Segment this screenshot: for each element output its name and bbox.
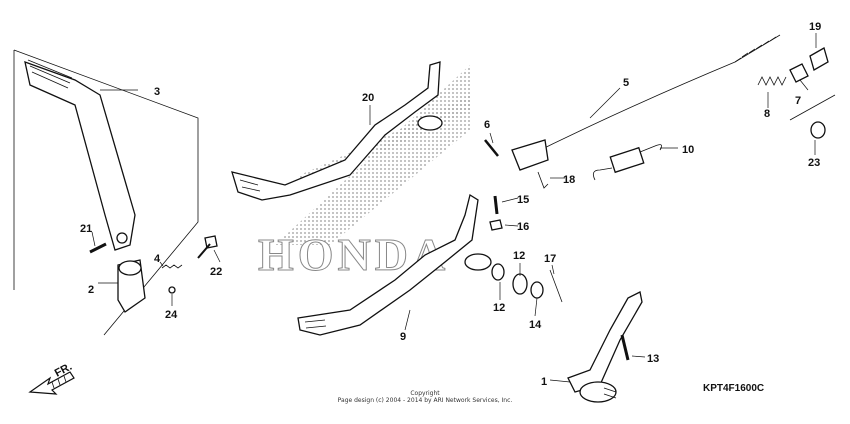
callout-7: 7 [795,95,801,107]
callout-23: 20 [362,92,374,104]
callout-12b: 12 [493,302,505,314]
frame-line-24 [789,94,836,121]
callout-9: 9 [400,331,406,343]
callout-3: 3 [154,86,160,98]
brake-pedal-9 [297,193,492,336]
bolt-14 [89,242,107,254]
kick-starter-spindle [117,259,146,313]
callout-13: 13 [647,353,659,365]
diagram-code: KPT4F1600C [703,383,764,394]
callout-22: 22 [210,266,222,278]
bolt-22 [197,235,218,259]
callout-14: 21 [80,223,92,235]
callout-17: 16 [517,221,529,233]
washer-12a [491,263,505,281]
nut-17 [489,219,503,231]
spring-4 [161,264,183,269]
callout-8: 8 [764,108,770,120]
callout-10: 10 [682,144,694,156]
spring-10 [592,144,663,181]
gearshift-pedal-1 [567,291,643,403]
callout-21: 24 [165,309,178,321]
leader-lines [91,33,817,383]
callout-24: 23 [808,157,820,169]
nut-24 [810,121,826,139]
brake-pedal-23 [231,61,443,201]
callout-1: 1 [541,376,547,388]
brake-rod-5 [511,34,781,171]
bolt-13 [620,334,630,361]
honda-watermark: HONDA [258,229,449,280]
callout-4: 4 [154,253,161,265]
callout-19: 17 [544,253,556,265]
callout-12a: 12 [513,250,525,262]
callout-16: 14 [529,319,542,331]
cotter-18 [537,171,549,189]
callout-6: 6 [484,119,490,131]
callout-2: 2 [88,284,94,296]
copyright-line-2: Page design (c) 2004 - 2014 by ARI Netwo… [337,397,513,404]
bolt-6 [484,139,499,157]
joint-7 [789,63,809,83]
callout-labels: 3 20 5 6 7 8 19 23 10 18 15 16 12 17 12 … [80,21,821,388]
nut-20 [809,47,829,71]
spring-8 [757,76,787,86]
pin-21 [168,286,176,294]
callout-18: 18 [563,174,575,186]
callout-5: 5 [623,77,629,89]
front-direction-arrow: FR. [28,361,75,395]
seal-12b [512,273,528,295]
washer-16 [530,281,544,299]
callout-20: 19 [809,21,821,33]
bolt-15 [493,195,499,215]
kick-starter-arm [13,49,199,336]
copyright-line-1: Copyright [410,390,440,397]
callout-15: 15 [517,194,529,206]
cotter-19 [549,269,563,303]
